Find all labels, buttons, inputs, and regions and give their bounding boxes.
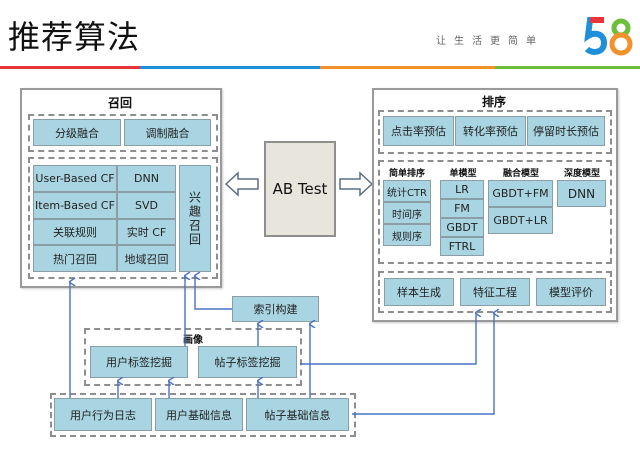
- simple-time: 时间序: [383, 202, 431, 224]
- ranking-predictions-group: [378, 110, 612, 154]
- ranking-title: 排序: [481, 95, 506, 109]
- method-svd: SVD: [117, 192, 176, 219]
- stripe-orange: [320, 66, 495, 69]
- logo-58: [584, 16, 634, 56]
- fusion-gbdt-fm: GBDT+FM: [488, 180, 553, 207]
- recall-methods-group: [28, 157, 218, 279]
- stripe-red: [0, 66, 140, 69]
- method-realtime-cf: 实时 CF: [117, 219, 176, 245]
- predict-dwell: 停留时长预估: [527, 116, 605, 146]
- page-title: 推荐算法: [8, 18, 141, 56]
- simple-rule: 规则序: [383, 224, 431, 246]
- arrow-left-icon: [224, 171, 259, 197]
- predict-cvr: 转化率预估: [455, 116, 526, 146]
- connector-postinfo-feature: [352, 313, 494, 415]
- model-fm: FM: [440, 199, 484, 218]
- fusion-modulated: 调制融合: [124, 119, 211, 146]
- group-simple-title: 简单排序: [388, 169, 425, 179]
- simple-ctr: 统计CTR: [383, 180, 431, 202]
- arrow-right-icon: [339, 171, 374, 197]
- group-single-title: 单模型: [449, 169, 477, 179]
- pipeline-sample: 样本生成: [384, 278, 454, 306]
- method-hot: 热门召回: [33, 245, 117, 272]
- method-region: 地域召回: [117, 245, 176, 272]
- recall-title: 召回: [107, 96, 132, 110]
- pipeline-feature: 特征工程: [460, 278, 530, 306]
- abtest-box: AB Test: [264, 141, 336, 237]
- pipeline-eval: 模型评价: [536, 278, 606, 306]
- group-deep-title: 深度模型: [563, 169, 600, 179]
- method-association: 关联规则: [33, 219, 117, 245]
- source-user-log: 用户行为日志: [54, 398, 152, 431]
- fusion-gbdt-lr: GBDT+LR: [488, 207, 553, 234]
- ranking-models-group: [378, 160, 612, 264]
- predict-ctr: 点击率预估: [383, 116, 454, 146]
- recall-fusion-group: [28, 114, 218, 152]
- profile-title: 画像: [183, 335, 203, 346]
- method-dnn: DNN: [117, 165, 176, 192]
- source-user-info: 用户基础信息: [155, 398, 243, 431]
- method-item-cf: Item-Based CF: [33, 192, 117, 219]
- deep-dnn: DNN: [557, 180, 606, 207]
- stripe-blue: [140, 66, 320, 69]
- group-fusion-title: 融合模型: [502, 169, 539, 179]
- index-build: 索引构建: [232, 296, 319, 322]
- profile-user-tag: 用户标签挖掘: [90, 346, 188, 378]
- sources-group: [50, 393, 356, 437]
- method-user-cf: User-Based CF: [33, 165, 117, 192]
- model-gbdt: GBDT: [440, 218, 484, 237]
- fusion-graded: 分级融合: [33, 119, 121, 146]
- source-post-info: 帖子基础信息: [246, 398, 349, 431]
- model-ftrl: FTRL: [440, 237, 484, 256]
- model-lr: LR: [440, 180, 484, 199]
- stripe-green: [495, 66, 640, 69]
- profile-post-tag: 帖子标签挖掘: [198, 346, 297, 378]
- interest-recall: 兴趣召回: [179, 165, 211, 272]
- slogan: 让生活更简单: [436, 36, 544, 47]
